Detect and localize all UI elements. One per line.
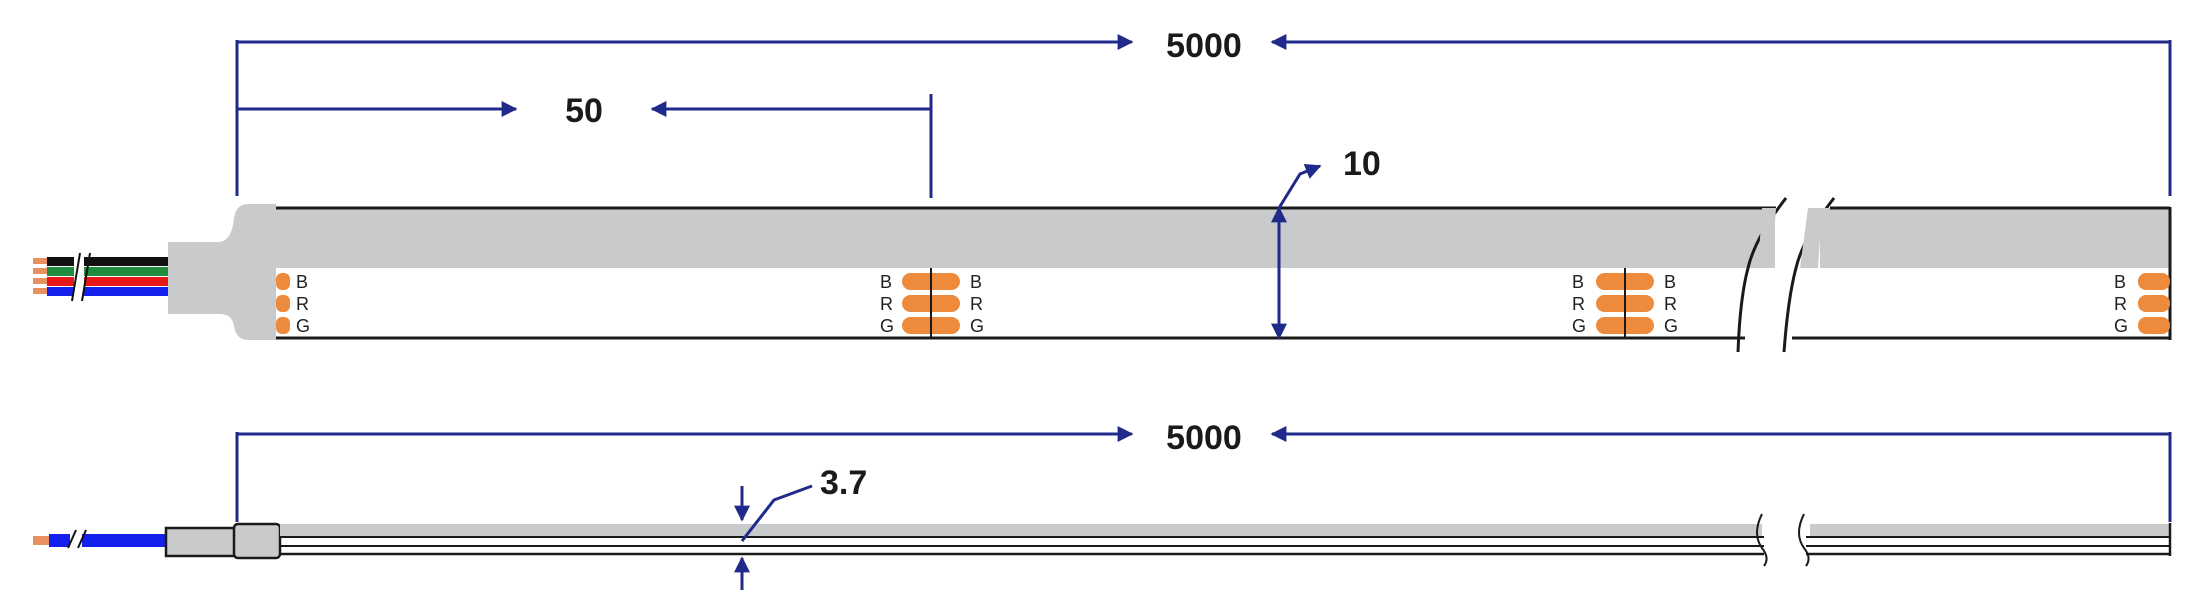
cut-point-pads-1: B R G B R G [880, 268, 984, 338]
dimension-label-cut-length: 50 [565, 92, 603, 130]
side-view: 5000 3.7 [33, 419, 2172, 590]
strip-profile-side [280, 513, 2172, 567]
solder-pads-left: B R G [276, 272, 310, 336]
solder-pads-right: B R G [2114, 272, 2170, 336]
pad-label-b: B [2114, 272, 2126, 292]
dimension-total-length-side [235, 426, 2172, 522]
pad-label-b: B [880, 272, 892, 292]
dimension-width [1271, 163, 1322, 340]
pad-label-r: R [970, 294, 983, 314]
pad-label-g: G [296, 316, 310, 336]
cut-point-pads-2: B R G B R G [1572, 268, 1678, 338]
dimension-thickness [734, 484, 813, 590]
pad-label-b: B [970, 272, 982, 292]
dimension-label-thickness: 3.7 [820, 464, 867, 502]
pad-label-r: R [296, 294, 309, 314]
pad-label-r: R [1572, 294, 1585, 314]
pad-label-g: G [1572, 316, 1586, 336]
dimension-label-width: 10 [1343, 145, 1381, 183]
pad-label-g: G [970, 316, 984, 336]
dimension-label-length-side: 5000 [1166, 419, 1242, 457]
pad-label-g: G [1664, 316, 1678, 336]
wire-side [33, 528, 169, 552]
pad-label-b: B [1664, 272, 1676, 292]
pad-label-r: R [1664, 294, 1677, 314]
end-cap-top [168, 204, 276, 340]
end-cap-side [164, 522, 282, 560]
dimension-label-length-top: 5000 [1166, 27, 1242, 65]
pad-label-g: G [2114, 316, 2128, 336]
pad-label-b: B [296, 272, 308, 292]
wire-bundle-top [33, 252, 169, 302]
strip-body-top [276, 197, 2172, 353]
pad-label-b: B [1572, 272, 1584, 292]
dimension-cut-length [235, 94, 933, 198]
pad-label-r: R [2114, 294, 2127, 314]
pad-label-r: R [880, 294, 893, 314]
pad-label-g: G [880, 316, 894, 336]
top-view: B R G B R G B R G B R G B R [33, 27, 2172, 353]
